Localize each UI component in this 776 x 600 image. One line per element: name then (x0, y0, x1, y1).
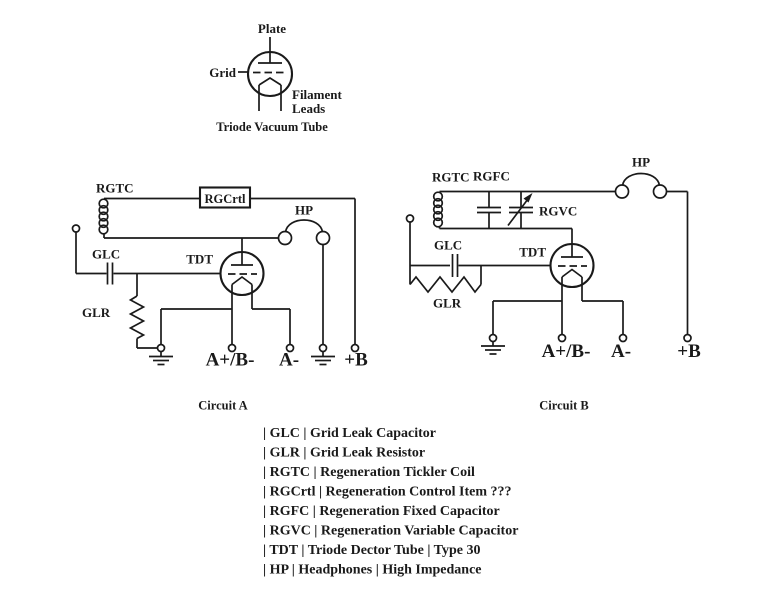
leads-label: Leads (292, 101, 325, 116)
tdt-tube (219, 250, 265, 297)
legend-line: | RGVC | Regeneration Variable Capacitor (263, 524, 518, 539)
filament-electrode (561, 268, 583, 278)
ground-symbol (481, 333, 505, 355)
a-plus-b-minus-terminal (227, 343, 237, 353)
rgcrtl-box (198, 186, 252, 209)
a-plus-b-minus-terminal (557, 333, 567, 343)
hp-label: HP (632, 155, 650, 170)
a-minus-label: A- (611, 341, 631, 362)
grid-label: Grid (209, 65, 236, 80)
rgfc-capacitor (477, 191, 501, 229)
tdt-label: TDT (186, 252, 213, 267)
circuit-b-caption: Circuit B (539, 399, 588, 413)
resistor-zigzag (128, 295, 146, 340)
ground-terminal (318, 343, 328, 353)
coil-loop (98, 211, 109, 222)
tdt-tube (549, 242, 595, 289)
plate-label: Plate (258, 21, 286, 36)
earpiece (652, 184, 668, 199)
a-minus-label: A- (279, 350, 299, 371)
legend-line: | GLC | Grid Leak Capacitor (263, 426, 436, 441)
variable-arrow (507, 198, 529, 227)
plus-b-label: +B (344, 350, 368, 371)
a-plus-b-minus-label: A+/B- (206, 350, 255, 371)
plus-b-label: +B (677, 341, 701, 362)
ground-terminal (156, 343, 166, 353)
glr-resistor (409, 265, 482, 294)
plus-b-terminal (350, 343, 360, 353)
tube-diagram-caption: Triode Vacuum Tube (216, 120, 328, 134)
earpiece (277, 230, 293, 246)
filament-electrode (258, 76, 282, 86)
coil-loop (98, 217, 109, 229)
tube-envelope (246, 50, 294, 98)
coil-loop (432, 204, 444, 215)
antenna-terminal (405, 214, 415, 223)
rgtc-label: RGTC (96, 181, 134, 196)
ground-symbol (311, 343, 335, 366)
hp-headphones (277, 219, 331, 246)
a-minus-terminal (285, 343, 295, 353)
rgtc-label: RGTC (432, 170, 470, 185)
rgcrtl-label: RGCrtl (205, 192, 246, 206)
rgtc-coil (98, 198, 109, 238)
hp-label: HP (295, 203, 313, 218)
rgvc-variable-capacitor (507, 191, 533, 229)
coil-loop (98, 204, 109, 216)
plus-b-terminal (683, 333, 692, 343)
coil-loop (432, 217, 444, 228)
glr-label: GLR (82, 305, 111, 320)
a-minus-terminal (618, 333, 628, 343)
tube-envelope (219, 250, 265, 297)
rgtc-coil (432, 191, 444, 229)
legend-line: | HP | Headphones | High Impedance (263, 563, 482, 578)
hp-headphones (614, 172, 668, 199)
a-plus-b-minus-label: A+/B- (542, 341, 591, 362)
variable-arrowhead (523, 193, 533, 203)
legend-line: | RGCrtl | Regeneration Control Item ??? (263, 485, 512, 500)
legend-line: | RGTC | Regeneration Tickler Coil (263, 465, 475, 480)
rgfc-label: RGFC (473, 169, 510, 184)
rgvc-label: RGVC (539, 204, 577, 219)
ground-terminal (488, 333, 498, 343)
earpiece (614, 184, 630, 199)
tube-envelope (549, 242, 595, 289)
filament-electrode (231, 275, 253, 286)
headband-arc (621, 172, 661, 186)
antenna-terminal (71, 224, 81, 233)
coil-loop (432, 197, 444, 209)
resistor-zigzag (409, 275, 482, 294)
legend-line: | GLR | Grid Leak Resistor (263, 446, 425, 461)
earpiece (315, 230, 331, 246)
glr-resistor (128, 273, 158, 349)
circuit-a-caption: Circuit A (198, 399, 247, 413)
headband-arc (284, 219, 324, 233)
tdt-label: TDT (519, 245, 546, 260)
legend-line: | RGFC | Regeneration Fixed Capacitor (263, 504, 500, 519)
circuit-a: RGTC RGCrtl HP GLC TDT GLR A+/B- A- +B C… (71, 181, 368, 413)
coil-loop (432, 210, 444, 222)
triode-tube-diagram: Plate Grid Filament Leads Triode Vacuum … (209, 21, 342, 134)
glc-label: GLC (434, 238, 462, 253)
glc-capacitor (106, 262, 114, 285)
circuit-b: RGTC RGFC RGVC HP GLC TDT GLR A+/B- A- +… (405, 155, 701, 413)
coil-loop (432, 191, 444, 202)
glr-label: GLR (433, 296, 462, 311)
legend-line: | TDT | Triode Dector Tube | Type 30 (263, 543, 480, 558)
glc-capacitor (451, 254, 459, 277)
filament-label: Filament (292, 87, 342, 102)
glc-label: GLC (92, 247, 120, 262)
legend: | GLC | Grid Leak Capacitor | GLR | Grid… (263, 426, 518, 578)
